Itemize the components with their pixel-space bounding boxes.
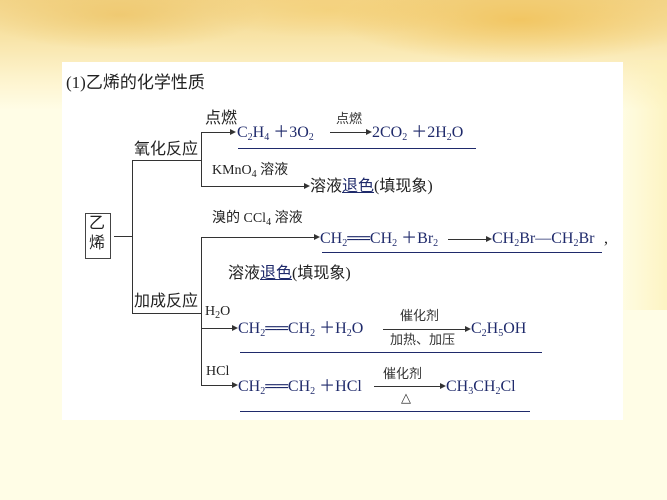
arrowhead-icon <box>314 234 320 240</box>
branch-label-oxidation: 氧化反应 <box>134 141 199 158</box>
arrowhead-icon <box>440 383 446 389</box>
arrowhead-icon <box>465 326 471 332</box>
products-bromination: CH2Br—CH2Br <box>492 230 595 249</box>
arrowhead-icon <box>232 382 238 388</box>
connector-bromine <box>201 237 315 238</box>
answer-blank: 退色 <box>260 265 293 282</box>
heat-triangle-icon: △ <box>401 390 411 405</box>
reaction-arrow <box>330 132 368 133</box>
connector-addition <box>132 313 202 314</box>
answer-underline <box>240 411 530 412</box>
result-hint: (填现象) <box>292 265 351 282</box>
answer-underline <box>322 252 602 253</box>
products-hydrochlorination: CH3CH2Cl <box>446 378 516 397</box>
answer-underline <box>238 148 476 149</box>
root-label-line2: 烯 <box>89 235 106 252</box>
root-node-ethylene <box>85 213 111 259</box>
content-panel <box>62 62 623 420</box>
arrowhead-icon <box>366 129 372 135</box>
equation-combustion: C2H4 ＋3O2 <box>237 124 314 143</box>
arrowhead-icon <box>304 183 310 189</box>
arrowhead-icon <box>486 236 492 242</box>
result-prefix: 溶液 <box>310 178 343 195</box>
connector-oxidation-vertical <box>201 132 202 186</box>
products-combustion: 2CO2 ＋2H2O <box>372 124 464 143</box>
root-label-line1: 乙 <box>89 215 106 232</box>
arrow-condition-ignite: 点燃 <box>336 111 363 126</box>
arrow-condition-catalyst: 催化剂 <box>400 308 440 323</box>
arrowhead-icon <box>230 129 236 135</box>
equation-bromination: CH2══CH2 ＋Br2 <box>320 230 439 249</box>
reaction-arrow <box>374 386 442 387</box>
answer-underline <box>240 352 542 353</box>
condition-ignite: 点燃 <box>205 110 238 127</box>
result-prefix: 溶液 <box>228 265 261 282</box>
connector-combustion <box>201 132 231 133</box>
connector-water <box>201 328 233 329</box>
reaction-arrow <box>383 329 467 330</box>
equation-hydration: CH2══CH2 ＋H2O <box>238 320 364 339</box>
connector-kmno4 <box>201 186 305 187</box>
section-title: (1)乙烯的化学性质 <box>66 73 205 92</box>
trailing-comma: , <box>604 230 608 247</box>
result-hint: (填现象) <box>374 178 433 195</box>
arrowhead-icon <box>232 325 238 331</box>
connector-addition-vertical <box>201 237 202 385</box>
reaction-arrow <box>448 239 488 240</box>
result-bromine: 溶液退色(填现象) <box>228 266 351 282</box>
connector-oxidation <box>132 160 202 161</box>
background-right-glow <box>617 60 667 310</box>
branch-label-addition: 加成反应 <box>134 293 199 310</box>
products-hydration: C2H5OH <box>471 320 527 339</box>
result-kmno4: 溶液退色(填现象) <box>310 179 433 195</box>
connector-trunk <box>132 160 133 313</box>
connector-hcl <box>201 385 233 386</box>
arrow-condition-heat-pressure: 加热、加压 <box>390 332 456 347</box>
equation-hydrochlorination: CH2══CH2 ＋HCl <box>238 378 362 397</box>
condition-water: H2O <box>205 304 231 321</box>
connector-root <box>114 236 132 237</box>
answer-blank: 退色 <box>342 178 375 195</box>
condition-kmno4: KMnO4 溶液 <box>212 163 289 180</box>
arrow-condition-catalyst: 催化剂 <box>383 366 423 381</box>
condition-hcl: HCl <box>206 364 230 379</box>
condition-bromine: 溴的 CCl4 溶液 <box>212 211 303 228</box>
